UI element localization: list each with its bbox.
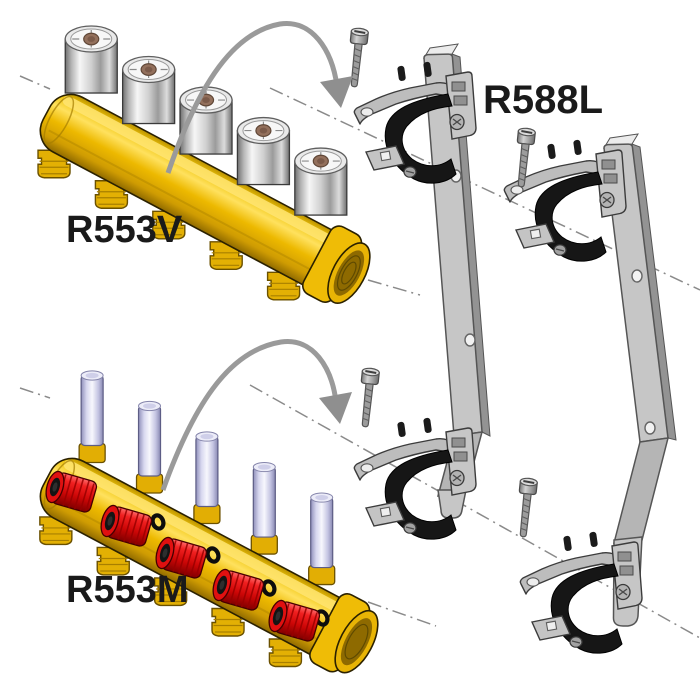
lilac-stem	[135, 400, 164, 494]
label-r553v: R553V	[66, 209, 183, 251]
label-r588l: R588L	[483, 78, 604, 122]
chrome-cap	[294, 147, 348, 216]
fixing-screw-bottom-left	[355, 366, 381, 429]
balancing-knobs	[42, 468, 329, 644]
axis-line-r553v-right	[367, 279, 421, 296]
axis-line-r553m-right	[367, 601, 437, 627]
axis-line-r553m-left	[19, 387, 51, 399]
assembly-arrow-bottom	[160, 339, 352, 491]
arrowhead	[319, 392, 352, 424]
lilac-stem	[193, 431, 221, 525]
lilac-stem	[250, 461, 278, 555]
chrome-cap	[236, 116, 291, 186]
axis-line-r553v-left	[19, 75, 51, 90]
chrome-cap	[64, 25, 118, 94]
rail-hole	[644, 421, 656, 435]
lilac-stem	[78, 370, 106, 464]
assembly-arrow-top	[165, 21, 353, 174]
lilac-stem	[308, 492, 336, 586]
arrowhead	[320, 76, 353, 108]
label-r553m: R553M	[66, 569, 189, 611]
clamp-assembly-bottom-right	[519, 530, 643, 654]
chrome-cap	[121, 55, 176, 125]
rail-hole	[631, 269, 643, 283]
axis-line-bottom-clamps	[249, 384, 700, 639]
fixing-screw-bottom-right	[513, 476, 539, 539]
manifold-r553v	[37, 25, 371, 304]
rail-hole	[464, 333, 476, 347]
